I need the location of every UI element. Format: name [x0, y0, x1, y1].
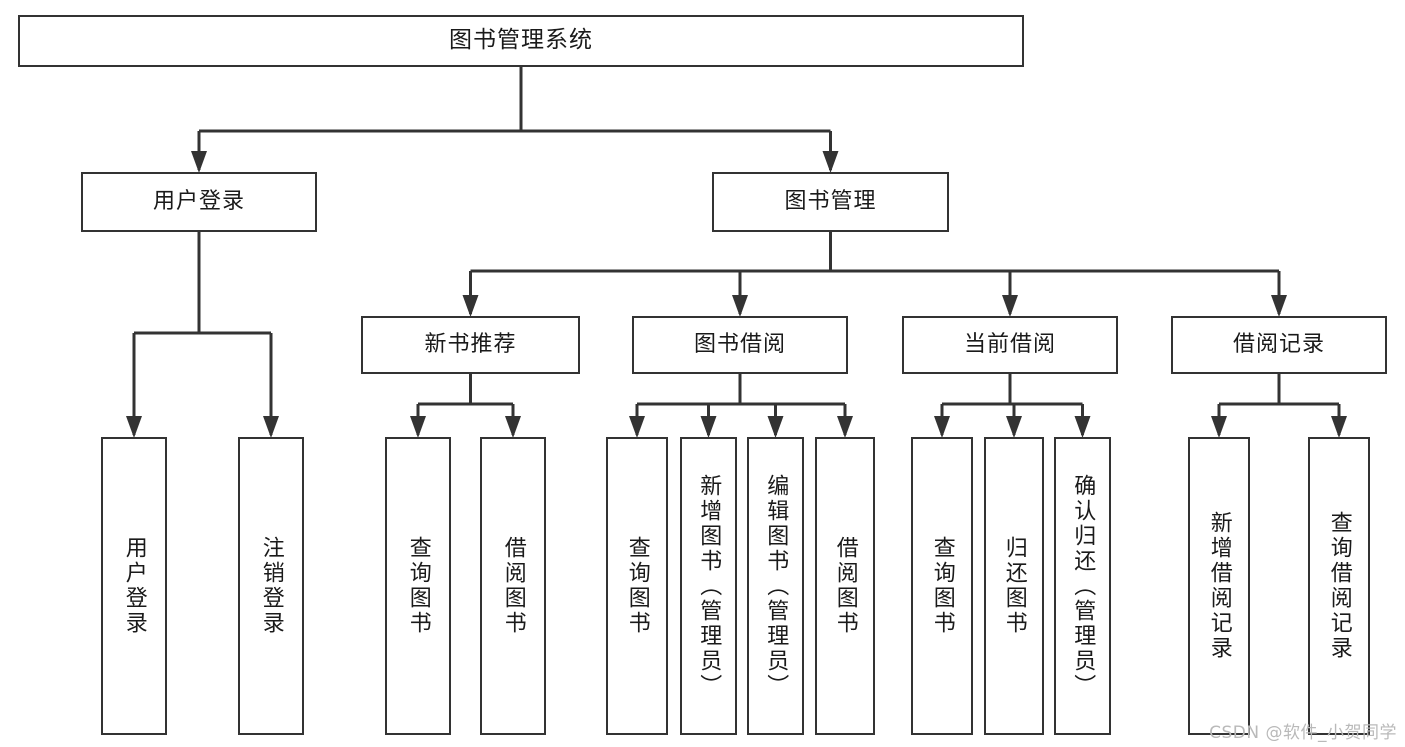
leaf-logout[interactable]: 注销登录 — [238, 437, 304, 735]
node-label: 确认归还（管理员） — [1070, 473, 1096, 699]
leaf-edit-book-admin[interactable]: 编辑图书（管理员） — [747, 437, 804, 735]
csdn-watermark: CSDN @软件_小贺同学 — [1209, 723, 1397, 743]
node-borrow-records[interactable]: 借阅记录 — [1171, 316, 1387, 374]
leaf-borrow-books[interactable]: 借阅图书 — [815, 437, 875, 735]
node-label: 当前借阅 — [963, 331, 1056, 357]
node-user-login[interactable]: 用户登录 — [81, 172, 317, 232]
node-label: 用户登录 — [152, 188, 245, 214]
leaf-confirm-return-admin[interactable]: 确认归还（管理员） — [1054, 437, 1111, 735]
node-label: 查询借阅记录 — [1326, 511, 1352, 661]
node-label: 用户登录 — [121, 536, 147, 636]
leaf-query-books-recommendation[interactable]: 查询图书 — [385, 437, 451, 735]
node-label: 新增借阅记录 — [1206, 511, 1232, 661]
node-label: 图书借阅 — [693, 331, 786, 357]
node-label: 归还图书 — [1001, 536, 1027, 636]
node-label: 查询图书 — [624, 536, 650, 636]
leaf-borrow-books-recommendation[interactable]: 借阅图书 — [480, 437, 546, 735]
leaf-add-book-admin[interactable]: 新增图书（管理员） — [680, 437, 737, 735]
node-label: 编辑图书（管理员） — [763, 473, 789, 699]
node-label: 图书管理 — [784, 188, 877, 214]
node-book-borrow[interactable]: 图书借阅 — [632, 316, 848, 374]
node-label: 新增图书（管理员） — [696, 473, 722, 699]
node-book-management[interactable]: 图书管理 — [712, 172, 949, 232]
node-label: 注销登录 — [258, 536, 284, 636]
node-label: 图书管理系统 — [449, 27, 593, 54]
leaf-return-books[interactable]: 归还图书 — [984, 437, 1044, 735]
leaf-query-books-current[interactable]: 查询图书 — [911, 437, 973, 735]
node-root-book-management-system[interactable]: 图书管理系统 — [18, 15, 1024, 67]
leaf-user-login[interactable]: 用户登录 — [101, 437, 167, 735]
leaf-add-borrow-record[interactable]: 新增借阅记录 — [1188, 437, 1250, 735]
node-current-borrow[interactable]: 当前借阅 — [902, 316, 1118, 374]
node-label: 借阅图书 — [832, 536, 858, 636]
node-label: 查询图书 — [405, 536, 431, 636]
node-label: 借阅记录 — [1232, 331, 1325, 357]
node-label: 借阅图书 — [500, 536, 526, 636]
node-label: 查询图书 — [929, 536, 955, 636]
node-label: 新书推荐 — [424, 331, 517, 357]
leaf-query-borrow-record[interactable]: 查询借阅记录 — [1308, 437, 1370, 735]
node-new-book-recommendation[interactable]: 新书推荐 — [361, 316, 580, 374]
leaf-query-books-borrow[interactable]: 查询图书 — [606, 437, 668, 735]
